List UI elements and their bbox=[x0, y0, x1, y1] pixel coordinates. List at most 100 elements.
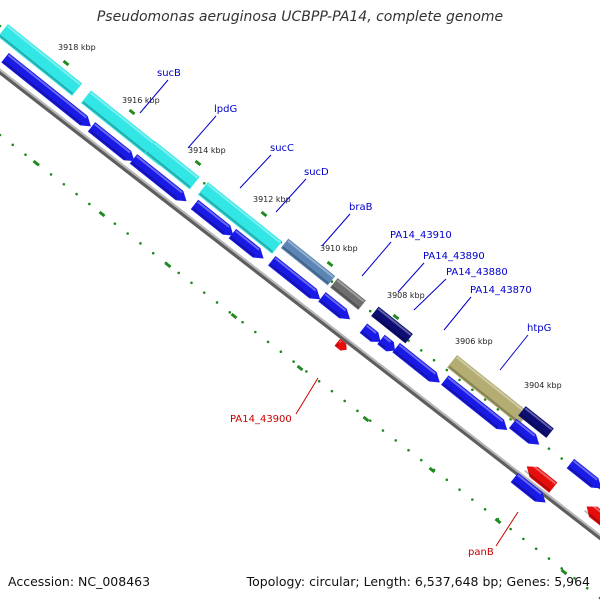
inner-dot bbox=[394, 439, 398, 442]
inner-dot bbox=[419, 458, 423, 462]
gene-label-htpG: htpG bbox=[527, 323, 551, 334]
inner-dot bbox=[241, 320, 244, 324]
gene-label-PA14_43900: PA14_43900 bbox=[230, 414, 292, 425]
cds-arrow bbox=[228, 228, 264, 259]
gene-labels-layer: sucBlpdGsucCsucDbraBPA14_43910PA14_43890… bbox=[139, 68, 551, 558]
gene-label-braB: braB bbox=[349, 202, 373, 213]
feature-braB-part bbox=[330, 278, 366, 310]
gene-leader-line bbox=[239, 154, 272, 189]
major-tick-mark bbox=[32, 159, 40, 167]
gene-leader-line bbox=[413, 278, 447, 311]
inner-dot bbox=[317, 379, 321, 383]
inner-dot bbox=[113, 222, 117, 225]
feature-sucB bbox=[0, 24, 83, 96]
gene-leader-line bbox=[187, 115, 217, 149]
cds-arrow bbox=[87, 122, 135, 162]
inner-dot bbox=[445, 478, 449, 482]
inner-dot bbox=[509, 527, 512, 531]
gene-label-PA14_43890: PA14_43890 bbox=[423, 251, 485, 262]
inner-dot bbox=[88, 202, 91, 206]
map-title: Pseudomonas aeruginosa UCBPP-PA14, compl… bbox=[96, 9, 504, 25]
inner-dot bbox=[202, 291, 206, 294]
inner-dot bbox=[522, 537, 525, 541]
inner-dot bbox=[177, 271, 181, 275]
inner-dot bbox=[139, 242, 142, 245]
inner-dot bbox=[190, 281, 193, 285]
outer-dot bbox=[0, 24, 2, 28]
feature-lpdG-part bbox=[144, 140, 200, 190]
feature-PA14_43910 bbox=[371, 306, 413, 344]
tick-labels-layer: 3918 kbp 3916 kbp 3914 kbp 3912 kbp 3910 kbp… bbox=[58, 43, 562, 390]
feature-htpG bbox=[447, 355, 529, 425]
tick-label: 3906 kbp bbox=[455, 337, 493, 346]
gene-label-PA14_43870: PA14_43870 bbox=[470, 285, 532, 296]
inner-dot bbox=[279, 350, 283, 354]
inner-dot bbox=[573, 576, 576, 580]
gene-leader-line bbox=[499, 334, 529, 371]
cds-arrow bbox=[392, 342, 440, 383]
feature-PA14_43900 bbox=[334, 338, 347, 351]
cds-arrow bbox=[441, 375, 508, 430]
backbone-layer bbox=[0, 68, 600, 541]
features-layer bbox=[0, 24, 600, 526]
inner-dot bbox=[215, 301, 219, 304]
inner-dot bbox=[585, 586, 589, 590]
inner-dot bbox=[0, 133, 2, 137]
tick-label: 3910 kbp bbox=[320, 244, 358, 253]
inner-dot bbox=[75, 192, 78, 196]
inner-dot bbox=[305, 370, 308, 373]
inner-dot bbox=[266, 340, 270, 344]
feature-sucC bbox=[197, 182, 283, 254]
inner-dot bbox=[343, 399, 346, 403]
gene-leader-line bbox=[321, 213, 351, 247]
major-tick-mark bbox=[428, 466, 436, 474]
outer-dot bbox=[368, 309, 372, 313]
cds-arrow bbox=[190, 199, 234, 236]
inner-dot bbox=[483, 508, 487, 511]
inner-dot bbox=[407, 448, 410, 452]
major-tick-mark bbox=[560, 568, 568, 576]
major-tick-mark bbox=[98, 210, 106, 218]
tick-label: 3912 kbp bbox=[253, 195, 291, 204]
feature-braB bbox=[280, 238, 336, 286]
major-tick-mark bbox=[230, 312, 238, 320]
cds-arrow bbox=[510, 472, 546, 503]
cds-arrow bbox=[318, 292, 351, 320]
cds-arrow bbox=[377, 334, 396, 352]
cds-arrow bbox=[268, 255, 321, 300]
major-tick-mark bbox=[296, 364, 304, 372]
backbone-line bbox=[0, 68, 600, 541]
backbone-highlight bbox=[0, 68, 600, 537]
tick-label: 3914 kbp bbox=[188, 146, 226, 155]
tick-dots-layer bbox=[0, 24, 600, 600]
tick-label: 3904 kbp bbox=[524, 381, 562, 390]
inner-dot bbox=[126, 232, 129, 235]
outer-dot bbox=[432, 358, 436, 362]
outer-dot bbox=[560, 457, 564, 460]
gene-label-panB: panB bbox=[468, 547, 494, 558]
feature-htpG-partner bbox=[518, 406, 554, 438]
gene-label-sucC: sucC bbox=[270, 143, 294, 154]
outer-dot bbox=[471, 388, 474, 392]
tick-label: 3916 kbp bbox=[122, 96, 160, 105]
tick-label: 3918 kbp bbox=[58, 43, 96, 52]
outer-dot bbox=[445, 368, 449, 372]
gene-label-lpdG: lpdG bbox=[214, 104, 237, 115]
inner-dot bbox=[49, 173, 53, 176]
outer-dot bbox=[202, 181, 206, 185]
cds-arrow bbox=[508, 418, 540, 445]
gene-label-PA14_43910: PA14_43910 bbox=[390, 230, 452, 241]
accession-text: Accession: NC_008463 bbox=[8, 574, 151, 589]
major-tick-mark bbox=[494, 517, 502, 525]
inner-dot bbox=[151, 251, 155, 255]
inner-dot bbox=[368, 419, 372, 422]
outer-dot bbox=[547, 447, 551, 450]
inner-dot bbox=[292, 360, 295, 363]
major-tick-mark bbox=[164, 261, 172, 269]
inner-dot bbox=[254, 330, 257, 334]
outer-dot bbox=[483, 398, 487, 401]
gene-label-sucD: sucD bbox=[304, 167, 329, 178]
inner-dot bbox=[471, 498, 474, 501]
